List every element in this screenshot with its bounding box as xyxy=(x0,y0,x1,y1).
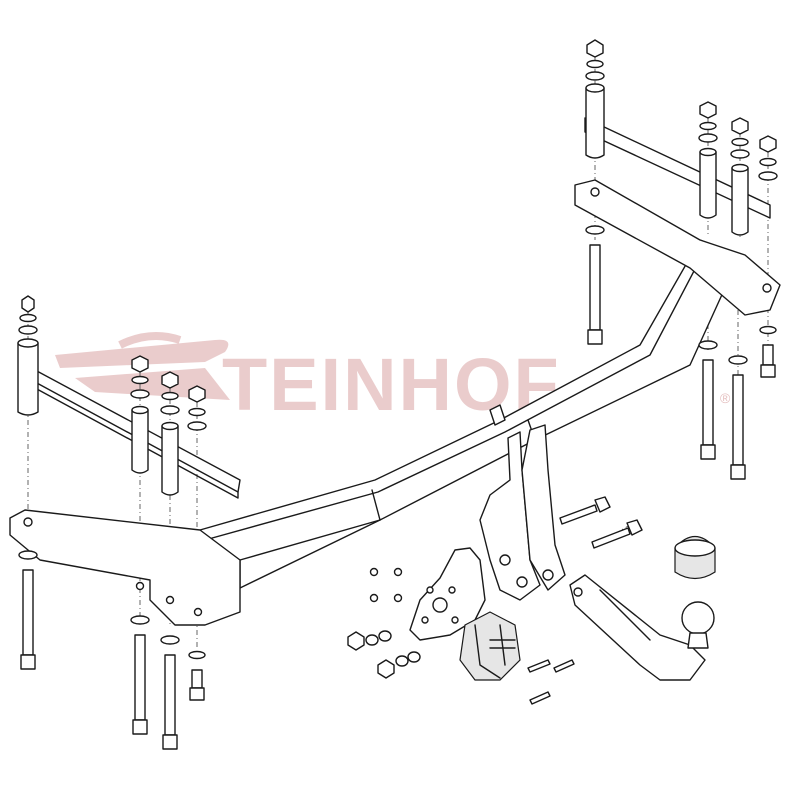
tow-ball-cap xyxy=(674,535,716,580)
left-inner-fastener-stacks xyxy=(130,355,207,496)
tow-ball xyxy=(681,601,715,649)
hitch-mounting-bracket xyxy=(479,404,566,601)
right-lower-bolts xyxy=(585,225,777,480)
electrical-socket-plate xyxy=(409,547,486,641)
registered-mark: ® xyxy=(720,390,731,406)
right-upper-fastener-stacks xyxy=(585,39,778,236)
socket-fasteners xyxy=(347,567,421,679)
steinhof-logo-mark xyxy=(55,332,230,400)
left-lower-bolts xyxy=(18,550,206,750)
socket-pins xyxy=(527,659,575,705)
nut-icon xyxy=(21,295,35,313)
steinhof-watermark-logo: TEINHOF ® xyxy=(55,332,731,426)
electrical-socket xyxy=(459,611,521,681)
washer-icon xyxy=(19,313,37,323)
tow-ball-neck xyxy=(569,574,706,681)
left-outer-fastener-stack xyxy=(17,295,39,416)
spacer-tube xyxy=(17,342,39,416)
watermark-text: TEINHOF xyxy=(222,343,561,426)
hitch-side-bolts xyxy=(559,496,643,549)
left-end-bracket xyxy=(9,509,241,626)
washer-icon xyxy=(18,325,38,335)
